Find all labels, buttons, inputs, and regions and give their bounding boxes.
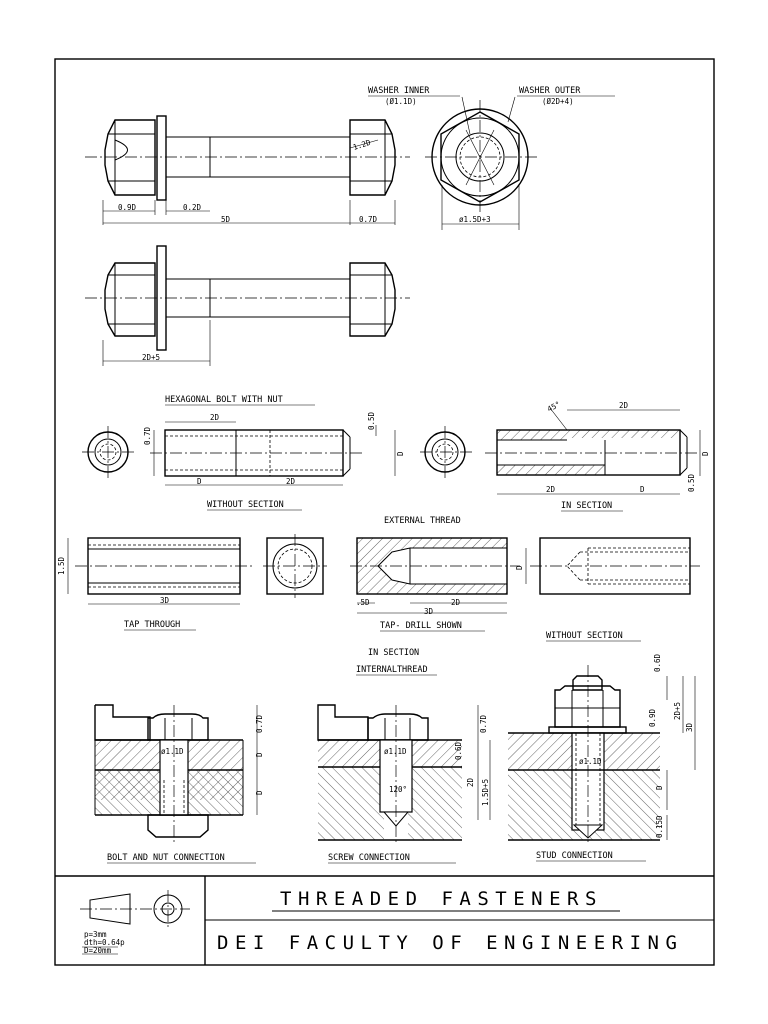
drawing-title: THREADED FASTENERS [280, 888, 603, 910]
stud-connection-label: STUD CONNECTION [536, 851, 613, 861]
without-section-2-label: WITHOUT SECTION [546, 631, 623, 641]
dim-d-c: D [640, 485, 645, 494]
dim-05d-a: 0.5D [367, 411, 376, 430]
internal-thread-without-section [530, 537, 700, 595]
tap-drill-shown-view [350, 537, 527, 614]
dim-2d-b: 2D [286, 477, 296, 486]
external-thread-label: EXTERNAL THREAD [384, 516, 461, 526]
dim-across-flats: ø1.5D+3 [459, 215, 491, 224]
dim-11d-a: ø1.1D [161, 747, 184, 756]
tap-through-label: TAP THROUGH [124, 620, 180, 630]
tap-drill-label: TAP- DRILL SHOWN [380, 621, 462, 631]
dim-nut-height: 0.7D [359, 215, 378, 224]
dim-2d-5: 2D+5 [673, 702, 682, 720]
dim-d-a: D [197, 477, 202, 486]
without-section-label: WITHOUT SECTION [207, 500, 284, 510]
dim-11d-b: ø1.1D [384, 747, 407, 756]
washer-inner-dim: (Ø1.1D) [385, 97, 417, 106]
dim-2d-a: 2D [210, 413, 220, 422]
dim-05d-b: 0.5D [687, 473, 696, 492]
dim-3d-c: 3D [685, 722, 694, 732]
dim-06d-b: 0.6D [653, 653, 662, 672]
dim-d-g: D [255, 790, 264, 795]
in-section-label: IN SECTION [561, 501, 612, 511]
in-section-2-label: IN SECTION [368, 648, 419, 658]
dim-07d-a: 0.7D [143, 426, 152, 445]
hex-bolt-heading: HEXAGONAL BOLT WITH NUT [165, 395, 283, 405]
screw-connection [317, 704, 491, 845]
dim-07d-b: 0.7D [255, 714, 264, 733]
washer-end-view [368, 95, 615, 230]
tap-through-view [67, 537, 252, 605]
dim-3d-a: 3D [160, 596, 170, 605]
tap-end-view [263, 534, 327, 598]
washer-outer-dim: (Ø2D+4) [542, 97, 574, 106]
washer-outer-label: WASHER OUTER [519, 86, 581, 96]
note-diameter: D=20mm [84, 946, 112, 955]
dim-d-d: D [701, 451, 710, 456]
external-thread-in-section [420, 407, 701, 495]
internal-thread-label: INTERNALTHREAD [356, 665, 428, 675]
bolt-elevation-top [85, 115, 410, 225]
dim-washer-thick: 0.2D [183, 203, 202, 212]
external-thread-without-section [82, 421, 396, 486]
bolt-and-nut-connection [94, 704, 258, 845]
dim-2d-d: 2D [546, 485, 556, 494]
projection-symbol [80, 890, 190, 928]
dim-15d-5: 1.5D+5 [481, 779, 490, 806]
dim-head-width: 0.9D [118, 203, 137, 212]
dim-45deg: 45° [546, 399, 562, 413]
dim-d-f: D [255, 752, 264, 757]
dim-3d-b: 3D [424, 607, 434, 616]
title-block [55, 875, 714, 965]
bolt-elevation-second [85, 245, 410, 366]
dim-2d-c: 2D [619, 401, 629, 410]
dim-05d-c: .5D [356, 598, 370, 607]
washer-inner-label: WASHER INNER [368, 86, 430, 96]
dim-2d-e: 2D [451, 598, 461, 607]
sheet-border [54, 58, 715, 966]
dim-d-h: D [655, 785, 664, 790]
drawing-subtitle: DEI FACULTY OF ENGINEERING [217, 932, 683, 954]
dim-09d: 0.9D [648, 708, 657, 727]
stud-connection [508, 665, 696, 845]
dim-15d-a: 1.5D [57, 556, 66, 575]
screw-connection-label: SCREW CONNECTION [328, 853, 410, 863]
bolt-nut-connection-label: BOLT AND NUT CONNECTION [107, 853, 225, 863]
dim-2d-f: 2D [466, 777, 475, 787]
dim-bolt-length: 5D [221, 215, 231, 224]
dim-015d: 0.15D [655, 815, 664, 838]
dim-thread-length: 2D+5 [142, 353, 160, 362]
dim-07d-c: 0.7D [479, 714, 488, 733]
dim-06d-a: 0.6D [454, 741, 463, 760]
note-thread-depth: dth=0.64p [84, 938, 125, 947]
dim-d-e: D [515, 565, 524, 570]
dim-chamfer: 1.2D [352, 138, 372, 152]
dim-120deg: 120° [389, 785, 407, 794]
note-pitch: p=3mm [84, 930, 107, 939]
dim-11d-c: ø1.1D [579, 757, 602, 766]
dim-d-b: D [396, 451, 405, 456]
